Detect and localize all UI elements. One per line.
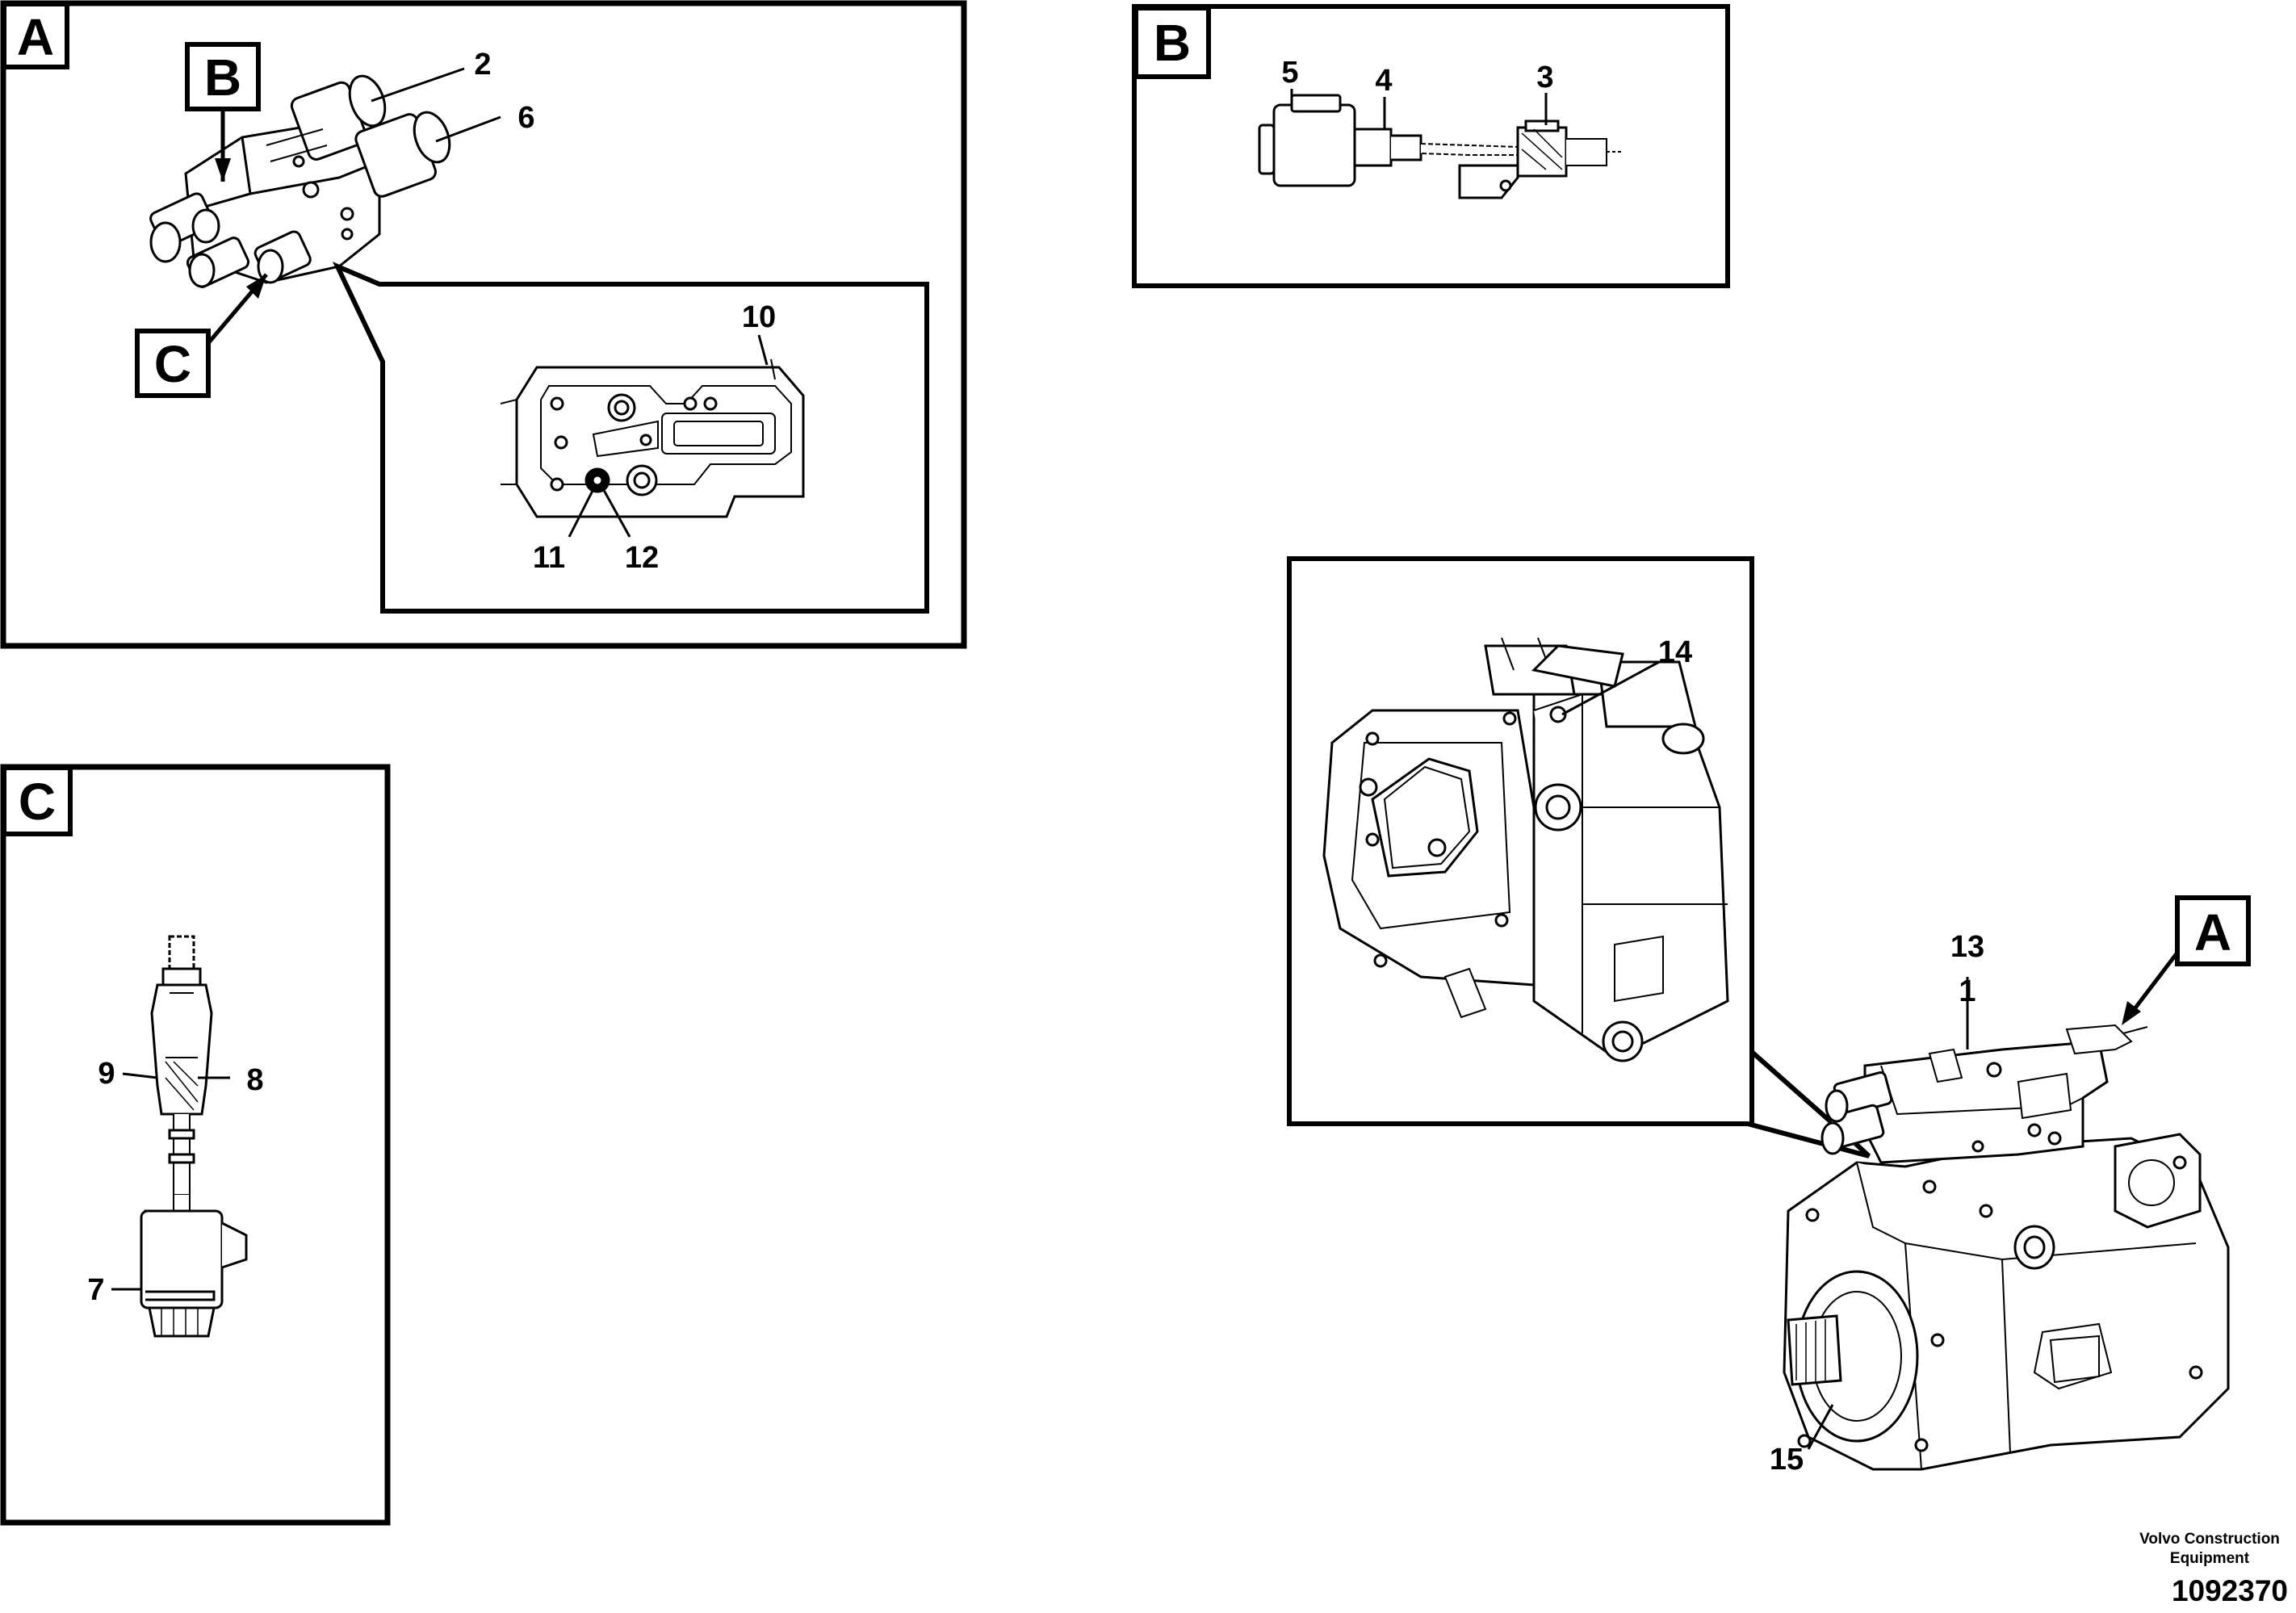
callout-13: 13 [1950, 930, 1984, 964]
pressure-valve-drawing [140, 935, 248, 1338]
callout-12: 12 [625, 541, 659, 575]
callout-11: 11 [533, 541, 565, 575]
view-a: A B C [0, 0, 967, 649]
company-line-2: Equipment [2169, 1550, 2250, 1567]
main-pump-drawing: A 13 1 15 [1770, 895, 2251, 1477]
valve-block-drawing [149, 74, 451, 288]
pump-rear-view-inset: 14 [1287, 556, 1871, 1158]
callout-8: 8 [246, 1063, 263, 1097]
callout-15: 15 [1770, 1443, 1804, 1477]
detail-inset-frame [332, 262, 929, 614]
callout-7: 7 [87, 1273, 104, 1307]
drawing-number: 1092370 [2171, 1574, 2288, 1607]
pointer-c-label: C [154, 335, 191, 393]
company-name: Volvo Construction Equipment [2125, 1530, 2294, 1569]
view-c: C 9 8 7 [0, 764, 391, 1526]
company-line-1: Volvo Construction [2139, 1531, 2280, 1548]
callout-14: 14 [1658, 635, 1692, 669]
view-c-label: C [19, 773, 56, 831]
pointer-b-label: B [204, 48, 241, 107]
pointer-a-label: A [2194, 903, 2231, 962]
solenoid-cartridge-drawing [1258, 94, 1623, 199]
callout-4: 4 [1375, 64, 1392, 98]
callout-2: 2 [474, 48, 491, 82]
callout-9: 9 [98, 1057, 115, 1091]
detail-plate-drawing [500, 358, 805, 518]
callout-1: 1 [1959, 974, 1975, 1008]
callout-6: 6 [517, 101, 534, 135]
view-b-label: B [1154, 14, 1191, 72]
callout-3: 3 [1536, 61, 1553, 94]
view-b: B 5 4 3 [1132, 4, 1730, 288]
callout-5: 5 [1281, 56, 1298, 90]
callout-10: 10 [742, 300, 776, 334]
view-a-label: A [17, 8, 54, 66]
